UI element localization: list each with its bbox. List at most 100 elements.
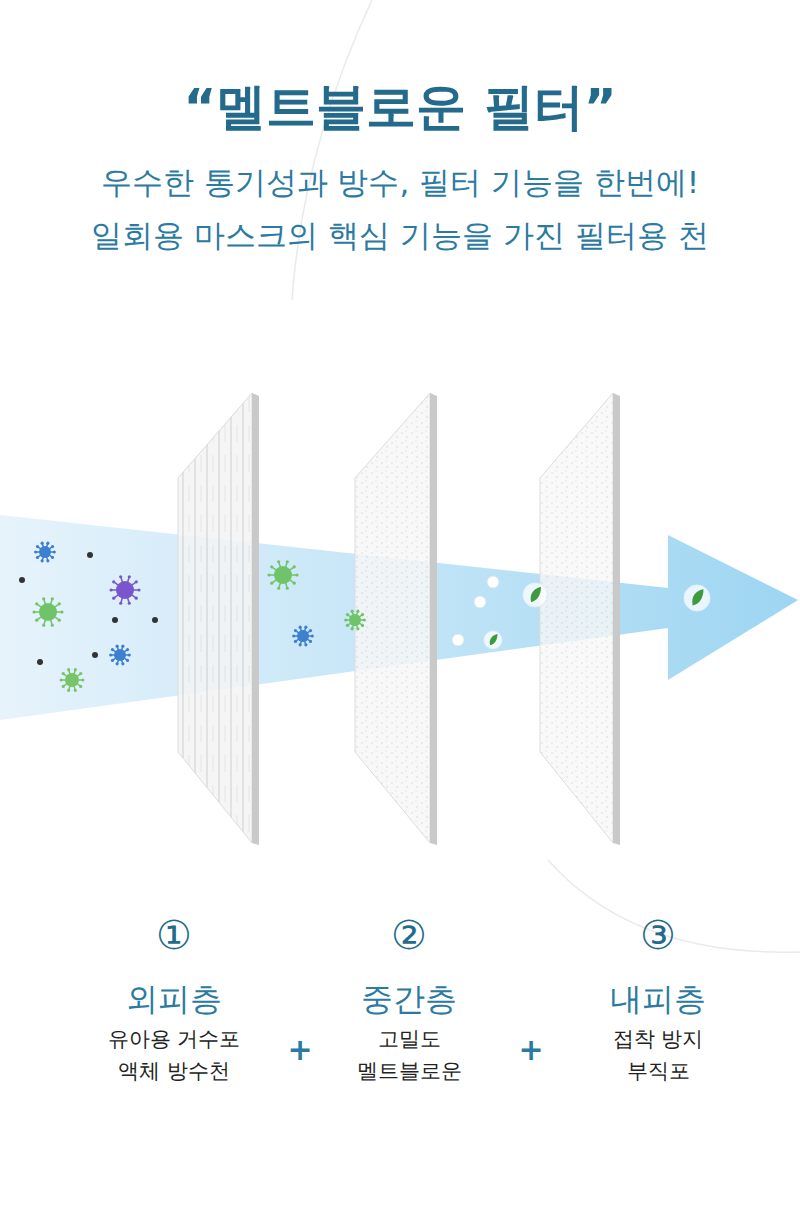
illustration-part <box>292 634 295 637</box>
layer-name: 내피층 <box>577 980 740 1018</box>
illustration-part <box>304 643 307 646</box>
illustration-part <box>37 659 43 665</box>
illustration-part <box>41 542 44 545</box>
illustration-part <box>114 649 126 661</box>
illustration-part <box>178 393 252 843</box>
illustration-part <box>42 624 45 627</box>
subtitle: 일회용 마스크의 핵심 기능을 가진 필터용 천 <box>91 215 708 257</box>
subtitle: 우수한 통기성과 방수, 필터 기능을 한번에! <box>101 162 700 204</box>
illustration-part <box>112 597 115 600</box>
illustration-part <box>523 583 547 607</box>
illustration-part <box>111 648 114 651</box>
illustration-part <box>42 597 45 600</box>
illustration-part <box>34 542 56 563</box>
callout-number: ② <box>391 912 427 958</box>
illustration-part <box>277 560 280 563</box>
illustration-part <box>299 643 302 646</box>
illustration-part <box>152 617 158 623</box>
particles <box>19 542 314 692</box>
illustration-part <box>135 580 138 583</box>
illustration-part <box>274 566 292 584</box>
illustration-part <box>116 581 134 599</box>
illustration-part <box>484 631 502 649</box>
layer-description: 외피층유아용 거수포 액체 방수천 <box>93 980 256 1087</box>
illustration-part <box>126 659 129 662</box>
illustration-part <box>60 678 63 681</box>
illustration-part <box>452 634 464 646</box>
title: “멜트블로운 필터” <box>0 74 800 141</box>
illustration-part <box>344 610 366 631</box>
illustration-part <box>270 565 273 568</box>
illustration-part <box>277 587 280 590</box>
illustration-part <box>92 652 98 658</box>
illustration-part <box>267 560 298 590</box>
illustration-part <box>109 645 131 666</box>
illustration-part <box>19 577 25 583</box>
illustration-part <box>39 546 51 558</box>
illustration-part <box>267 573 270 576</box>
illustration-part <box>36 545 39 548</box>
illustration-part <box>346 613 349 616</box>
illustration-part <box>297 630 309 642</box>
layer-name: 중간층 <box>328 980 491 1018</box>
illustration-part <box>484 631 502 649</box>
illustration-part <box>60 610 63 613</box>
layer-name: 외피층 <box>93 980 256 1018</box>
illustration-part <box>309 629 312 632</box>
illustration-part <box>356 627 359 630</box>
illustration-part <box>81 678 84 681</box>
illustration-part <box>361 613 364 616</box>
illustration-part <box>286 587 289 590</box>
illustration-part <box>490 634 498 645</box>
illustration-part <box>53 550 56 553</box>
illustration-part <box>60 668 85 692</box>
illustration-part <box>119 575 122 578</box>
illustration-part <box>349 614 361 626</box>
illustration-part <box>351 627 354 630</box>
illustration-part <box>270 582 273 585</box>
illustration-part <box>74 689 77 692</box>
illustration-part <box>36 556 39 559</box>
illustration-part <box>293 565 296 568</box>
illustration-part <box>109 575 140 605</box>
illustration-part <box>32 610 35 613</box>
illustration-part <box>309 640 312 643</box>
middle-layer-sheet <box>355 393 437 845</box>
illustration-part <box>293 582 296 585</box>
illustration-part <box>46 542 49 545</box>
layer-description: 내피층접착 방지 부직포 <box>577 980 740 1087</box>
illustration-part <box>304 626 307 629</box>
illustration-part <box>51 556 54 559</box>
illustration-part <box>62 685 65 688</box>
illustration-part <box>613 393 620 845</box>
illustration-part <box>311 634 314 637</box>
illustration-part <box>295 573 298 576</box>
callout-number: ① <box>156 912 192 958</box>
illustration-part <box>121 662 124 665</box>
illustration-part <box>126 648 129 651</box>
illustration-part <box>128 602 131 605</box>
illustration-part <box>128 653 131 656</box>
illustration-part <box>35 619 38 622</box>
illustration-part <box>684 585 710 611</box>
illustration-part <box>137 588 140 591</box>
illustration-part <box>286 560 289 563</box>
illustration-part <box>294 640 297 643</box>
illustration-part <box>119 602 122 605</box>
illustration-part <box>474 596 486 608</box>
illustration-part <box>79 685 82 688</box>
plus-sign: + <box>518 1032 543 1067</box>
inner-layer-sheet <box>540 393 620 845</box>
illustration-part <box>540 393 613 843</box>
plus-sign: + <box>287 1032 312 1067</box>
illustration-part <box>116 662 119 665</box>
particles <box>344 576 710 649</box>
illustration-part <box>58 619 61 622</box>
illustration-part <box>487 576 499 588</box>
illustration-part <box>430 393 437 845</box>
illustration-part <box>299 626 302 629</box>
illustration-part <box>351 610 354 613</box>
illustration-part <box>121 645 124 648</box>
illustration-part <box>35 602 38 605</box>
illustration-part <box>356 610 359 613</box>
